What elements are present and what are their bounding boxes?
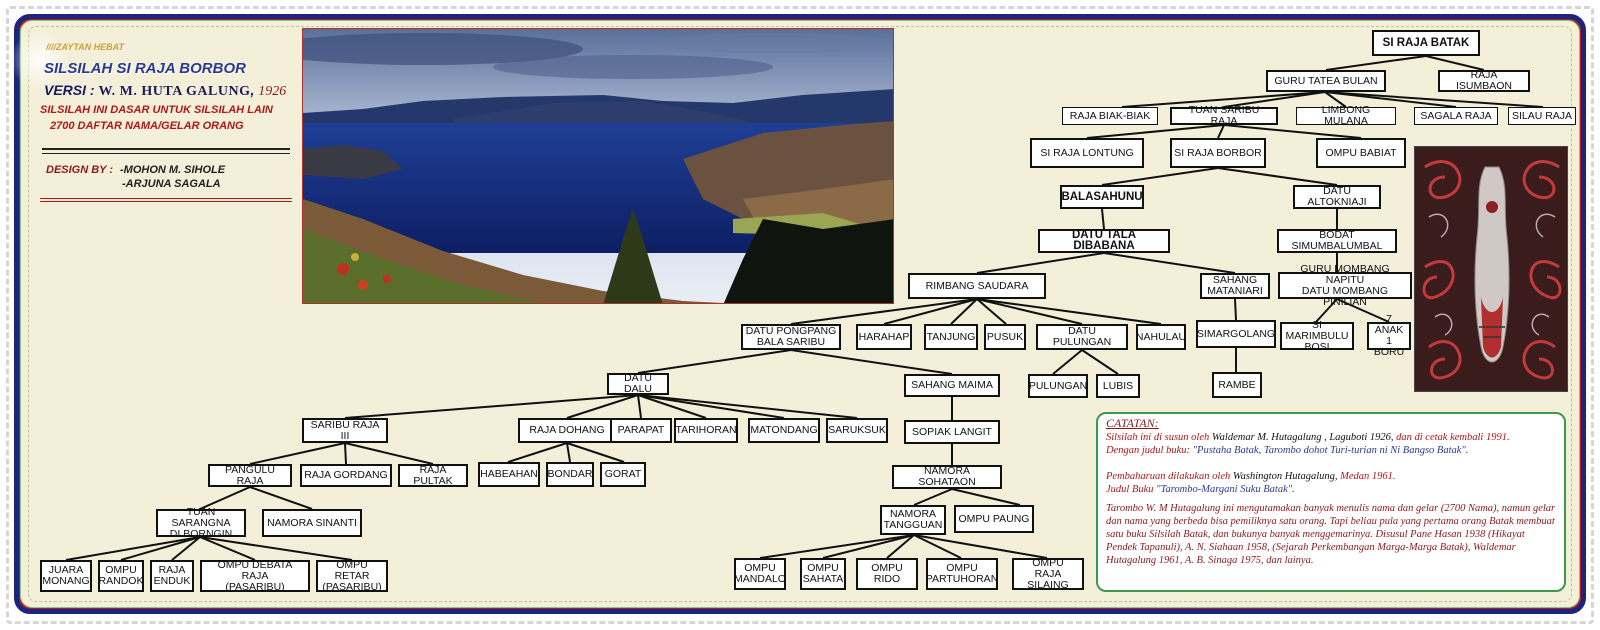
node-pangulu-raja: PANGULU RAJA	[208, 464, 292, 487]
node-ompu-mandalo: OMPU MANDALO	[734, 558, 786, 590]
versi-year: 1926	[258, 84, 287, 99]
note-p3-c: Medan 1961.	[1340, 471, 1396, 482]
node-tarihoran: TARIHORAN	[674, 418, 738, 443]
header-divider-4	[40, 201, 292, 202]
node-guru-tatea-bulan: GURU TATEA BULAN	[1266, 70, 1386, 92]
versi-sep: ,	[250, 82, 255, 98]
batak-carving-image	[1414, 146, 1568, 392]
node-namora-sinanti: NAMORA SINANTI	[262, 509, 362, 537]
node-lubis: LUBIS	[1096, 374, 1140, 398]
header-divider-3	[40, 198, 292, 199]
node-bondar: BONDAR	[546, 462, 594, 487]
node-ompu-sahata: OMPU SAHATA	[800, 558, 846, 590]
node-raja-dohang: RAJA DOHANG	[518, 418, 616, 443]
node-si-raja-borbor: SI RAJA BORBOR	[1170, 138, 1266, 168]
node-si-raja-lontung: SI RAJA LONTUNG	[1030, 138, 1144, 168]
node-datu-dalu: DATU DALU	[607, 373, 669, 395]
node-ompu-randok: OMPU RANDOK	[98, 560, 144, 592]
node-bodat-simumbalumbal: BODAT SIMUMBALUMBAL	[1277, 229, 1397, 253]
header-divider-1	[42, 148, 290, 150]
node-tanjung: TANJUNG	[924, 324, 978, 350]
node-datu-pongpang: DATU PONGPANG BALA SARIBU	[741, 324, 841, 350]
node-saribu-raja-iii: SARIBU RAJA III	[302, 418, 388, 443]
versi-name: W. M. HUTA GALUNG	[98, 84, 251, 99]
node-guru-mombang: GURU MOMBANG NAPITU DATU MOMBANG PINILIA…	[1278, 263, 1412, 307]
stamp-border	[6, 6, 1594, 624]
node-harahap: HARAHAP	[856, 324, 912, 350]
header-title: SILSILAH SI RAJA BORBOR	[44, 60, 246, 77]
node-silau-raja: SILAU RAJA	[1508, 107, 1576, 125]
node-sahang-mataniari: SAHANG MATANIARI	[1200, 273, 1270, 299]
node-sagala-raja: SAGALA RAJA	[1414, 107, 1498, 125]
node-sopiak-langit: SOPIAK LANGIT	[904, 420, 1000, 444]
lens-flare	[10, 30, 70, 90]
node-ompu-rido: OMPU RIDO	[856, 558, 918, 590]
node-datu-tala-dibabana: DATU TALA DIBABANA	[1038, 229, 1170, 253]
node-raja-gordang: RAJA GORDANG	[300, 464, 392, 487]
node-raja-enduk: RAJA ENDUK	[150, 560, 194, 592]
node-tujuh-anak: 7 ANAK 1 BORU	[1367, 314, 1411, 358]
header-description-line1: SILSILAH INI DASAR UNTUK SILSILAH LAIN	[40, 104, 273, 116]
node-nahulau: NAHULAU	[1136, 324, 1186, 350]
node-ompu-raja-silaing: OMPU RAJA SILAING	[1012, 557, 1084, 590]
designer-2: -ARJUNA SAGALA	[122, 178, 221, 190]
note-p2-b: "Pustaha Batak, Tarombo dohot Turi-turia…	[1192, 445, 1469, 456]
node-saruksuk: SARUKSUK	[826, 418, 888, 443]
node-ompu-debata-raja: OMPU DEBATA RAJA (PASARIBU)	[200, 559, 310, 592]
node-tuan-saribu-raja: TUAN SARIBU RAJA	[1170, 105, 1278, 127]
node-gorat: GORAT	[600, 462, 646, 487]
node-tuan-sarangna: TUAN SARANGNA DI BORNGIN	[156, 506, 246, 539]
node-si-raja-batak: SI RAJA BATAK	[1372, 30, 1480, 56]
node-habeahan: HABEAHAN	[478, 462, 540, 487]
node-parapat: PARAPAT	[610, 418, 672, 443]
node-datu-pulungan: DATU PULUNGAN	[1036, 324, 1128, 350]
node-ompu-partuhoran: OMPU PARTUHORAN	[926, 558, 998, 590]
header-divider-2	[42, 153, 290, 154]
node-sahang-maima: SAHANG MAIMA	[904, 374, 1000, 397]
node-ompu-retar: OMPU RETAR (PASARIBU)	[316, 559, 388, 592]
note-p1-b: Waldemar M. Hutagalung , Laguboti 1926,	[1211, 432, 1397, 443]
lake-toba-photo	[302, 28, 894, 304]
node-matondang: MATONDANG	[748, 418, 820, 443]
node-datu-altokniaji: DATU ALTOKNIAJI	[1293, 185, 1381, 209]
note-p2-a: Dengan judul buku:	[1106, 445, 1193, 456]
lake-landscape-image	[303, 29, 893, 303]
node-raja-pultak: RAJA PULTAK	[398, 464, 468, 487]
note-p5: Tarombo W. M Hutagalung ini mengutamakan…	[1106, 503, 1556, 566]
note-p1-a: Silsilah ini di susun oleh	[1106, 432, 1212, 443]
carving-ornament	[1415, 147, 1567, 391]
note-p4-a: Judul Buku	[1106, 484, 1157, 495]
node-limbong-mulana: LIMBONG MULANA	[1296, 105, 1396, 127]
design-label: DESIGN BY :	[46, 164, 114, 176]
node-ompu-paung: OMPU PAUNG	[954, 505, 1034, 533]
versi-label: VERSI :	[44, 82, 95, 98]
node-raja-isumbaon: RAJA ISUMBAON	[1438, 70, 1530, 92]
note-title: CATATAN:	[1106, 416, 1159, 430]
node-rambe: RAMBE	[1212, 372, 1262, 398]
designer-1: -MOHON M. SIHOLE	[120, 164, 226, 176]
node-pusuk: PUSUK	[984, 324, 1026, 350]
node-rimbang-saudara: RIMBANG SAUDARA	[908, 273, 1046, 299]
node-si-marimbulu-bosi: SI MARIMBULU BOSI	[1280, 319, 1354, 352]
note-p3-a: Pembaharuan dilakukan oleh	[1106, 471, 1233, 482]
node-namora-tangguan: NAMORA TANGGUAN	[880, 505, 946, 535]
node-balasahunu: BALASAHUNU	[1060, 185, 1144, 209]
inner-dashed-border	[28, 26, 1572, 602]
note-p4-b: "Tarombo-Margani Suku Batak".	[1156, 484, 1295, 495]
header-description-line2: 2700 DAFTAR NAMA/GELAR ORANG	[50, 120, 244, 132]
note-p1-c: dan di cetak kembali 1991.	[1396, 432, 1510, 443]
header-small-text: ////ZAYTAN HEBAT	[46, 42, 124, 52]
node-pulungan: PULUNGAN	[1028, 374, 1088, 398]
node-raja-biak-biak: RAJA BIAK-BIAK	[1062, 107, 1158, 125]
note-p3-b: Washington Hutagalung,	[1232, 471, 1341, 482]
node-ompu-babiat: OMPU BABIAT	[1316, 138, 1406, 168]
catatan-note-box: CATATAN: Silsilah ini di susun oleh Wald…	[1096, 412, 1566, 592]
node-namora-sohataon: NAMORA SOHATAON	[892, 465, 1002, 489]
node-juara-monang: JUARA MONANG	[40, 560, 92, 592]
header-versi: VERSI : W. M. HUTA GALUNG, 1926	[44, 82, 286, 100]
node-simargolang: SIMARGOLANG	[1196, 320, 1276, 348]
